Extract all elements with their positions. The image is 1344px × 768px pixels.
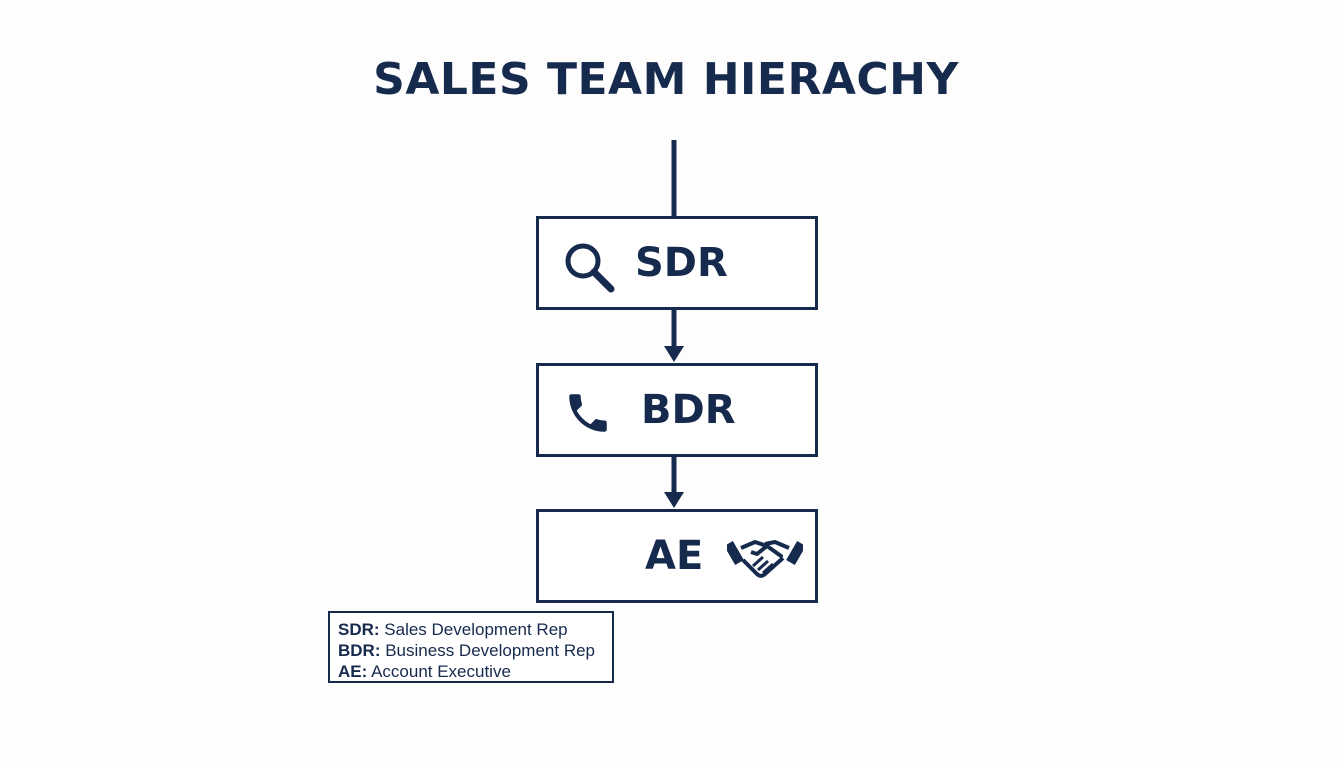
node-bdr-label: BDR — [641, 387, 736, 433]
phone-icon — [569, 394, 607, 432]
node-sdr: SDR — [536, 216, 818, 310]
legend-text: Sales Development Rep — [379, 620, 568, 639]
legend-text: Account Executive — [367, 662, 511, 681]
legend-abbr: SDR: — [338, 620, 380, 639]
bdr-to-ae-arrowhead — [664, 492, 684, 508]
node-sdr-label: SDR — [635, 240, 728, 286]
diagram-title: SALES TEAM HIERACHY — [373, 54, 959, 105]
legend-abbr: BDR: — [338, 641, 381, 660]
legend-row-ae: AE: Account Executive — [338, 661, 612, 682]
legend-box: SDR: Sales Development Rep BDR: Business… — [328, 611, 614, 683]
node-ae: AE — [536, 509, 818, 603]
legend-row-bdr: BDR: Business Development Rep — [338, 640, 612, 661]
legend-row-sdr: SDR: Sales Development Rep — [338, 619, 612, 640]
node-bdr: BDR — [536, 363, 818, 457]
legend-text: Business Development Rep — [380, 641, 596, 660]
handshake-icon — [727, 540, 803, 578]
node-ae-label: AE — [645, 533, 704, 579]
legend-abbr: AE: — [338, 662, 368, 681]
search-icon — [565, 243, 615, 293]
sdr-to-bdr-arrowhead — [664, 346, 684, 362]
